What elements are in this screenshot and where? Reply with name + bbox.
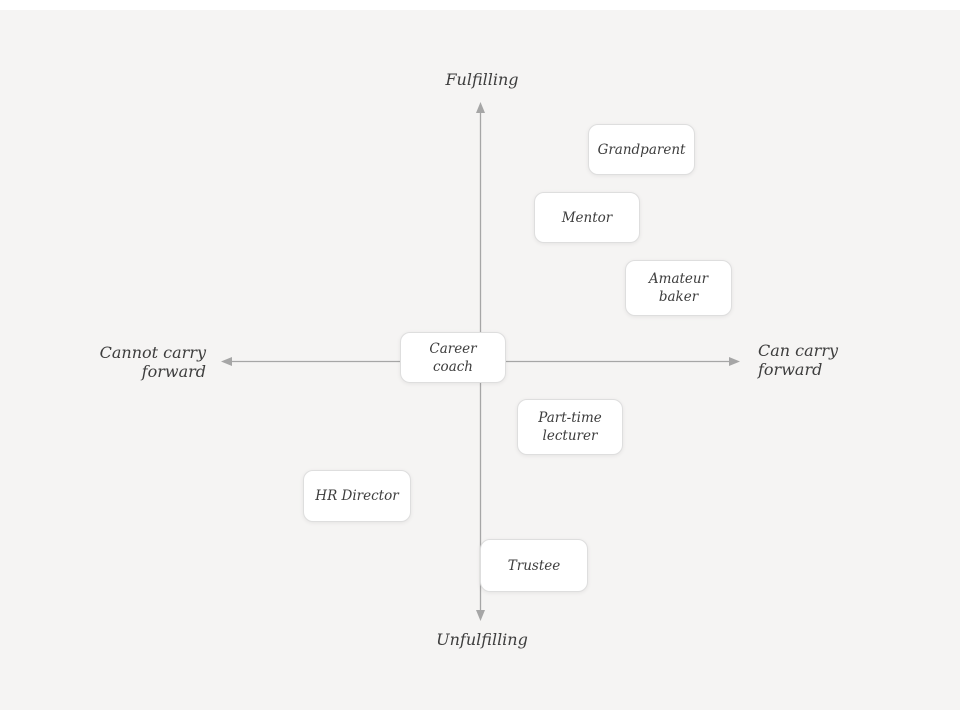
top-margin	[0, 0, 960, 10]
axis-label-line: forward	[141, 362, 206, 381]
down-arrowhead-icon	[476, 610, 485, 621]
left-arrowhead-icon	[221, 357, 232, 366]
card-label: Amateur baker	[648, 271, 709, 305]
card-hr-director[interactable]: HR Director	[303, 470, 411, 522]
card-label: Career coach	[429, 340, 477, 375]
axis-label-line: Cannot carry	[99, 343, 206, 362]
card-part-time-lecturer[interactable]: Part-time lecturer	[517, 399, 623, 455]
axis-label-cannot-carry-forward: Cannot carry forward	[80, 343, 206, 381]
card-label: Mentor	[561, 209, 613, 226]
bottom-margin	[0, 710, 960, 720]
card-amateur-baker[interactable]: Amateur baker	[625, 260, 732, 316]
card-trustee[interactable]: Trustee	[480, 539, 588, 592]
card-label: HR Director	[315, 488, 399, 504]
right-arrowhead-icon	[729, 357, 740, 366]
card-label: Grandparent	[597, 141, 686, 158]
card-career-coach[interactable]: Career coach	[400, 332, 506, 383]
axis-label-fulfilling: Fulfilling	[445, 70, 519, 89]
card-label: Part-time lecturer	[538, 410, 602, 444]
axis-label-can-carry-forward: Can carry forward	[758, 341, 888, 379]
card-mentor[interactable]: Mentor	[534, 192, 640, 243]
axis-label-line: forward	[758, 360, 823, 379]
card-grandparent[interactable]: Grandparent	[588, 124, 695, 175]
up-arrowhead-icon	[476, 102, 485, 113]
card-label: Trustee	[507, 557, 561, 574]
axis-label-line: Can carry	[758, 341, 839, 360]
axis-label-unfulfilling: Unfulfilling	[436, 630, 528, 649]
